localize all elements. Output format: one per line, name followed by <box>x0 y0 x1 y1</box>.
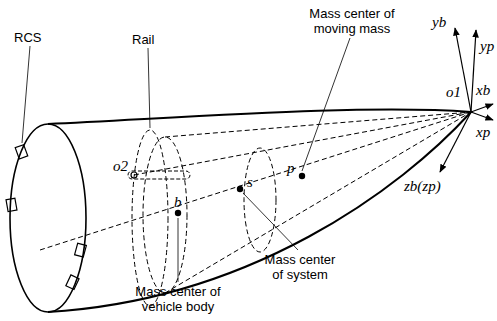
axis-label: xb <box>476 82 490 98</box>
rcs-thrusters <box>6 145 86 290</box>
generator-line <box>165 112 471 293</box>
mass-centers <box>175 173 305 216</box>
point-label: b <box>174 194 182 210</box>
axis-line <box>40 112 471 250</box>
point-label: p <box>287 160 295 176</box>
callout-label: Mass center of moving mass <box>298 6 406 36</box>
axis-label: zb(zp) <box>404 178 441 194</box>
point-label: o2 <box>113 158 128 174</box>
generator-line <box>165 112 471 137</box>
axis-label: yb <box>432 14 446 30</box>
point-label: o1 <box>446 84 461 100</box>
axis-label: xp <box>476 124 490 140</box>
section-ellipse <box>244 148 276 252</box>
point-label: s <box>247 174 253 190</box>
base-ellipse <box>10 124 86 312</box>
origin-mark <box>131 172 137 178</box>
part-label: Rail <box>132 32 154 47</box>
part-label: RCS <box>14 30 41 45</box>
callout-label: Mass center of vehicle body <box>120 284 236 314</box>
leader-lines <box>22 38 350 282</box>
axis-label: yp <box>480 38 494 54</box>
rail-slot <box>128 171 190 179</box>
callout-label: Mass center of system <box>258 252 342 282</box>
vehicle-outline <box>48 110 471 312</box>
